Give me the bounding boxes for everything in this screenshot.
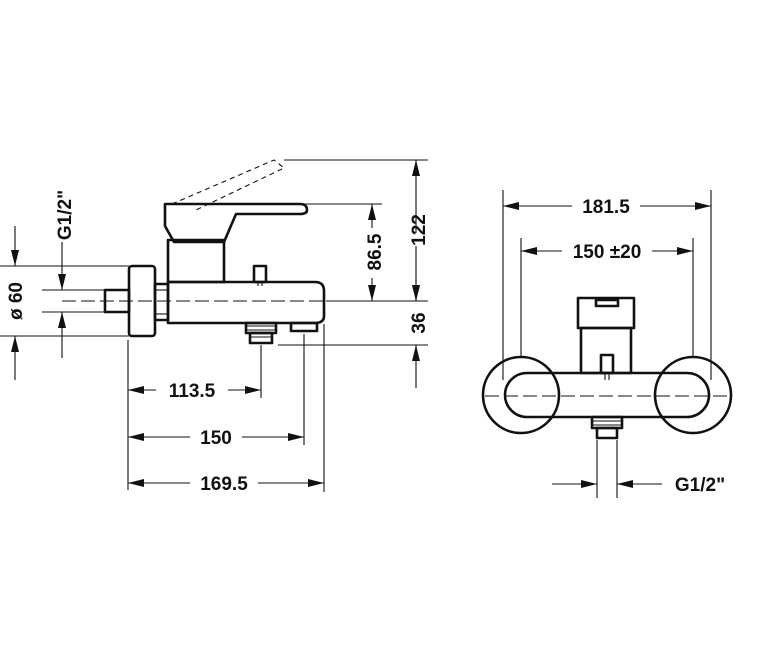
lever-swing-outline [171, 159, 286, 211]
side-view: 122 86.5 36 G1/2" [0, 159, 430, 495]
dim-length-spout: 150 [128, 428, 304, 449]
dim-outlet-thread-label: G1/2" [675, 475, 725, 496]
right-rosette [653, 355, 733, 435]
dim-inlet-thread-label: G1/2" [55, 190, 76, 240]
mixer-body [163, 202, 326, 345]
dim-spout-drop: 36 [409, 280, 430, 388]
dim-inlet-diameter-label: ø 60 [6, 282, 27, 320]
dim-overall-width: 181.5 [503, 197, 711, 218]
outlet-thread [244, 321, 278, 345]
dim-length-outlet-label: 113.5 [169, 381, 216, 402]
dim-spout-drop-label: 36 [409, 312, 430, 333]
dim-inlet-diameter: ø 60 [6, 226, 27, 380]
front-cartridge [576, 296, 636, 380]
dim-outlet-thread: G1/2" [552, 475, 725, 496]
dim-length-spout-label: 150 [200, 428, 232, 449]
front-outlet [590, 415, 624, 440]
dim-centers-label: 150 ±20 [573, 242, 642, 263]
dim-height-lever: 122 [409, 160, 430, 301]
dim-length-total: 169.5 [128, 474, 324, 495]
dim-inlet-thread: G1/2" [55, 190, 76, 358]
front-body [503, 371, 711, 419]
front-extension-lines [502, 190, 712, 498]
side-extension-lines [0, 159, 428, 492]
dim-length-total-label: 169.5 [200, 474, 248, 495]
front-view: 181.5 150 ±20 G1/2" [481, 190, 733, 498]
left-rosette [481, 355, 561, 435]
dim-overall-width-label: 181.5 [582, 197, 630, 218]
dim-height-lever-label: 122 [409, 214, 430, 246]
dim-height-body-label: 86.5 [365, 233, 386, 270]
dim-length-outlet: 113.5 [128, 381, 261, 402]
dim-centers: 150 ±20 [521, 242, 693, 263]
dim-height-body: 86.5 [365, 204, 386, 301]
